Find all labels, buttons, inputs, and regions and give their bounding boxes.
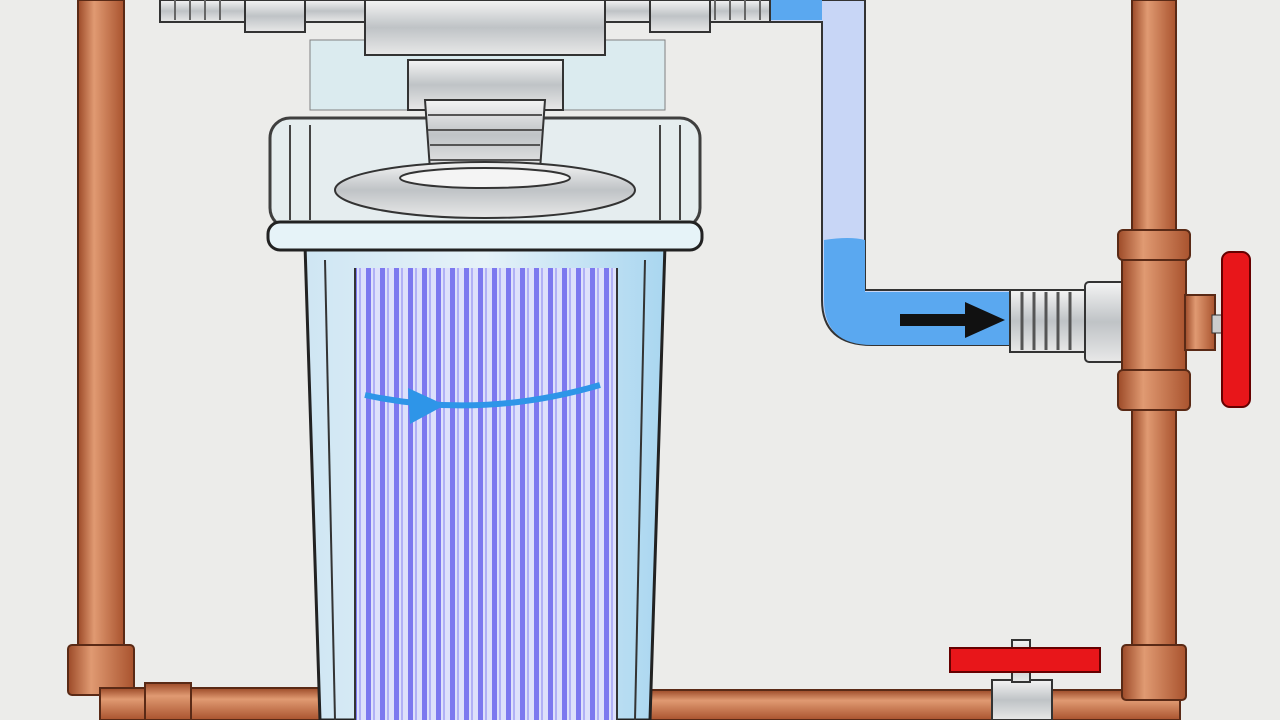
left-copper-pipe	[67, 0, 321, 720]
inlet-valve[interactable]	[1009, 229, 1251, 411]
filter-cartridge	[355, 268, 617, 720]
filter-bowl	[303, 243, 667, 720]
flow-arrow-icon	[900, 302, 1005, 338]
valve-handle-right[interactable]	[1221, 251, 1251, 408]
filter-cap[interactable]	[266, 99, 704, 252]
valve-handle-bottom[interactable]	[949, 647, 1101, 673]
bottom-valve[interactable]	[949, 639, 1101, 720]
filter-head	[159, 0, 771, 111]
swirl-arrow-icon	[364, 382, 601, 424]
blue-outlet-pipe	[769, 0, 1016, 346]
